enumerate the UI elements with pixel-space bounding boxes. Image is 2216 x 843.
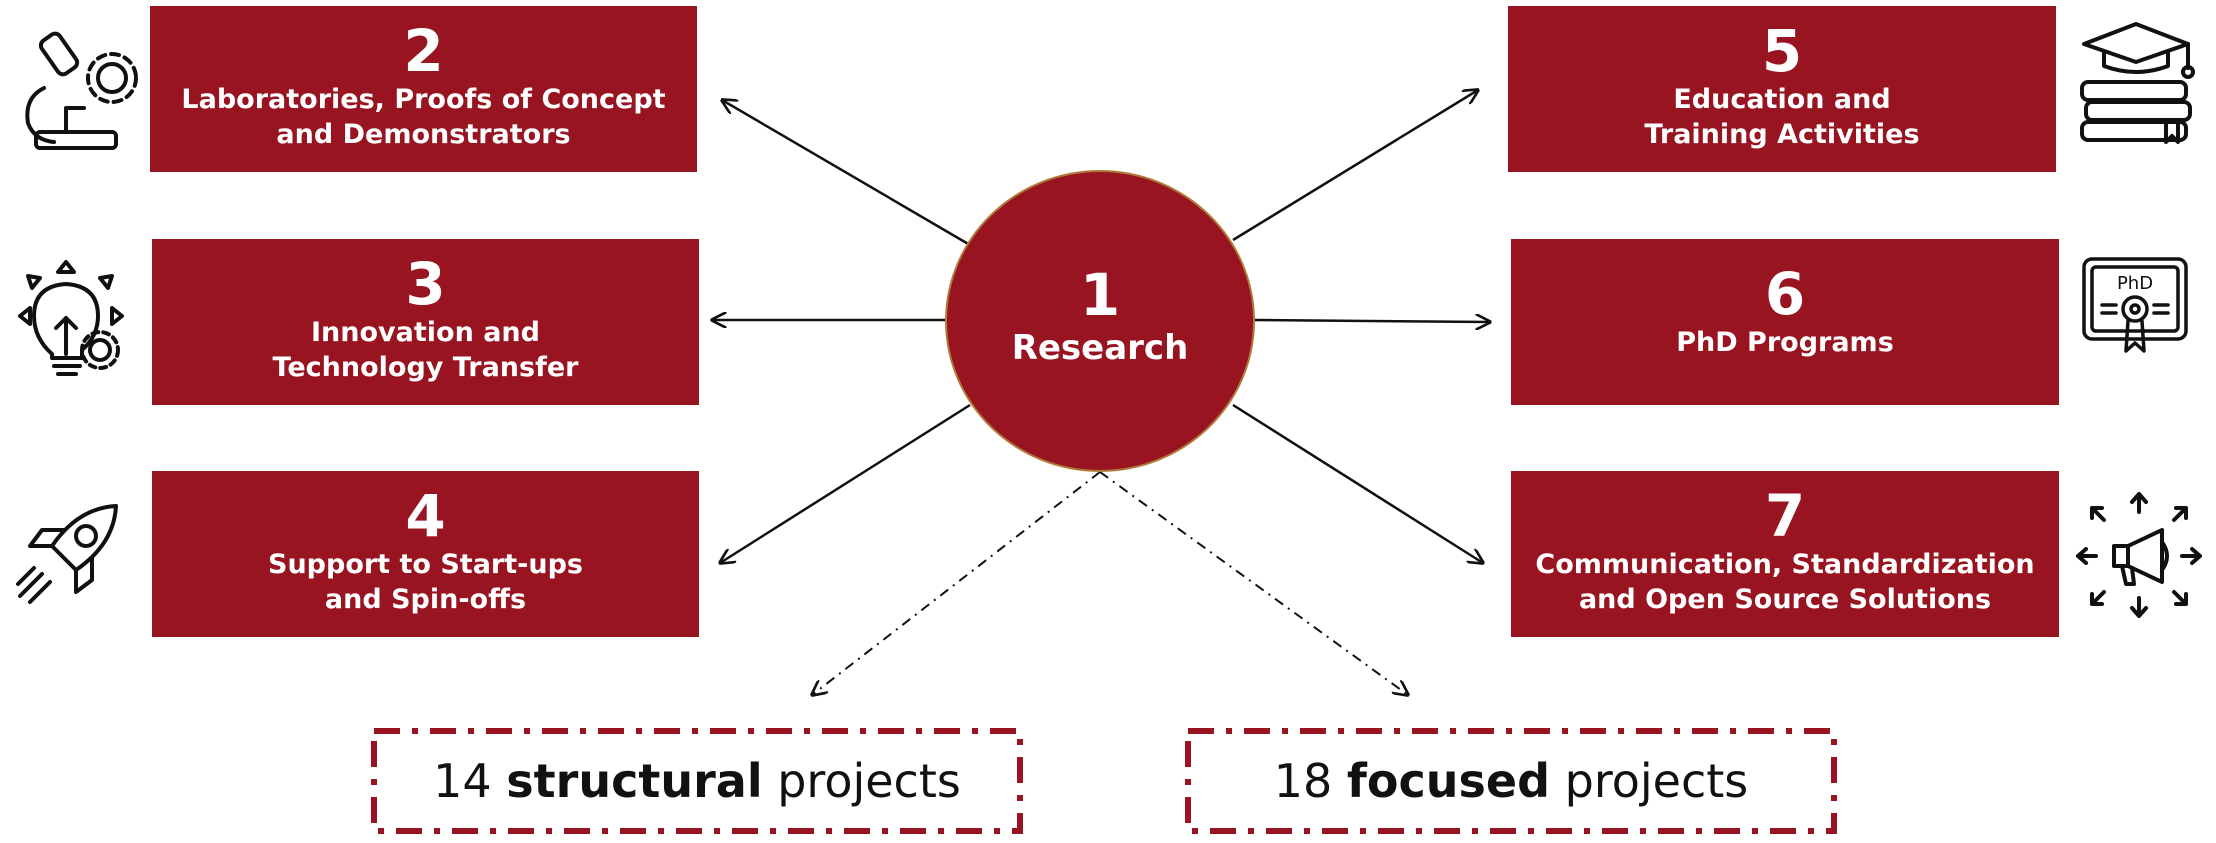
project-count: 14: [433, 754, 492, 808]
box-innovation: 3 Innovation and Technology Transfer: [152, 239, 699, 405]
dashed-arrow-structural: [812, 471, 1101, 695]
focused-projects: 18 focused projects: [1188, 730, 1834, 832]
arrow-to-box-2: [722, 100, 971, 247]
dashed-arrow-focused: [1099, 471, 1408, 695]
project-count: 18: [1273, 754, 1333, 808]
focused-projects-border: [1185, 728, 1837, 834]
project-kind: focused: [1346, 754, 1551, 808]
box-label: Education and Training Activities: [1644, 84, 1920, 150]
arrow-to-box-7: [1232, 403, 1483, 563]
research-label: Research: [1011, 328, 1189, 368]
box-communication: 7 Communication, Standardization and Ope…: [1511, 471, 2059, 637]
box-number: 5: [1761, 17, 1803, 85]
box-label: Laboratories, Proofs of Concept and Demo…: [181, 84, 666, 150]
research-circle: 1 Research: [945, 170, 1255, 472]
rocket-icon: [16, 504, 118, 604]
structural-projects-border: [371, 728, 1023, 834]
box-laboratories: 2 Laboratories, Proofs of Concept and De…: [150, 6, 697, 172]
box-label: PhD Programs: [1676, 327, 1894, 358]
box-number: 7: [1764, 482, 1806, 550]
box-label: Support to Start-ups and Spin-offs: [268, 549, 583, 615]
lightbulb-gear-icon: [18, 260, 124, 376]
box-label: Innovation and Technology Transfer: [272, 317, 579, 383]
arrow-to-box-5: [1232, 90, 1478, 242]
box-education: 5 Education and Training Activities: [1508, 6, 2056, 172]
box-number: 4: [405, 482, 446, 550]
arrow-to-box-6: [1254, 320, 1490, 322]
arrow-to-box-4: [720, 403, 971, 563]
project-suffix: projects: [1564, 754, 1749, 808]
box-label: Communication, Standardization and Open …: [1535, 549, 2035, 615]
svg-text:PhD: PhD: [2117, 273, 2153, 294]
box-startups: 4 Support to Start-ups and Spin-offs: [152, 471, 699, 637]
project-kind: structural: [506, 754, 763, 808]
box-number: 3: [405, 250, 446, 318]
phd-certificate-icon: PhD: [2082, 257, 2188, 353]
box-number: 2: [403, 17, 444, 85]
project-suffix: projects: [777, 754, 961, 808]
microscope-gear-icon: [25, 31, 138, 150]
structural-projects: 14 structural projects: [374, 730, 1020, 832]
research-number: 1: [1079, 261, 1121, 329]
box-number: 6: [1764, 260, 1806, 328]
box-phd: 6 PhD Programs: [1511, 239, 2059, 405]
megaphone-icon: [2076, 492, 2202, 618]
books-graduation-cap-icon: [2080, 22, 2195, 144]
